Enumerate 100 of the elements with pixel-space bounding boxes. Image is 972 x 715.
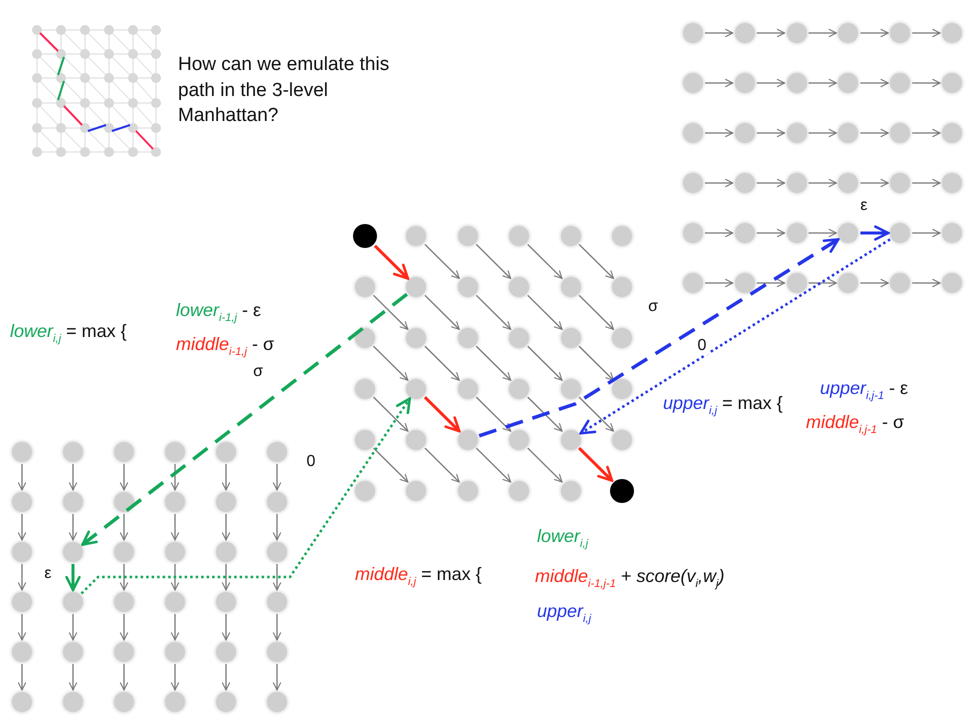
arrow: [424, 244, 460, 279]
arrow: [272, 464, 282, 491]
grid-dot: [509, 328, 530, 348]
grid-dot: [734, 73, 755, 93]
arrow: [424, 396, 461, 432]
grid-dot: [114, 492, 134, 512]
arrow: [476, 396, 512, 432]
arrow: [756, 178, 786, 188]
grid-dot: [216, 442, 236, 462]
grid-dot: [942, 223, 962, 243]
arrow: [68, 614, 78, 641]
grid-dot: [165, 592, 185, 612]
arrow: [756, 78, 786, 88]
grid-dot: [355, 328, 375, 348]
grid-dot: [890, 73, 910, 93]
grid-dot: [786, 173, 807, 193]
grid-dot: [12, 442, 32, 462]
grid-dot: [216, 492, 236, 512]
grid-dot: [838, 123, 858, 143]
grid-dot: [406, 276, 426, 297]
arrow: [527, 294, 563, 330]
grid-dot: [734, 223, 755, 243]
arrow: [18, 514, 26, 541]
grid-dot: [560, 480, 581, 500]
arrow: [222, 464, 230, 491]
arrow: [705, 28, 734, 38]
grid-dot: [683, 73, 703, 93]
arrow: [860, 78, 889, 88]
grid-dot: [560, 430, 581, 450]
grid-dot: [114, 642, 134, 662]
arrow: [120, 464, 128, 491]
grid-dot: [355, 378, 375, 399]
dashed-arrow: [478, 238, 840, 438]
arrow: [120, 564, 128, 591]
grid-dot: [786, 123, 807, 143]
grid-dot: [216, 642, 236, 662]
question-text: How can we emulate this path in the 3-level Manhattan?: [178, 53, 390, 128]
arrow: [424, 346, 460, 381]
grid-dot: [786, 273, 807, 293]
grid-dot: [114, 692, 134, 712]
grid-dot: [612, 276, 632, 297]
arrow: [527, 396, 563, 432]
arrow: [374, 244, 410, 280]
grid-dot: [267, 692, 287, 712]
grid-dot: [267, 442, 287, 462]
formula-text: lower$_{i,j}$: [537, 526, 588, 550]
dashed-arrow: [81, 292, 408, 546]
arrow: [860, 178, 889, 188]
grid-dot: [114, 592, 134, 612]
arrow: [424, 448, 460, 483]
grid-dot: [458, 378, 478, 399]
grid-dot: [216, 592, 236, 612]
grid-dot: [509, 480, 530, 500]
grid-dot: [458, 226, 478, 246]
grid-dot: [683, 23, 703, 43]
formula-text: lower$_{i,j}$ = max {: [10, 321, 127, 345]
arrow: [756, 228, 786, 238]
arrow: [18, 664, 26, 691]
grid-dot: [406, 226, 426, 246]
dotted-arrow: [80, 397, 411, 594]
arrow: [578, 446, 614, 482]
grid-dot: [890, 173, 910, 193]
arrow: [373, 396, 408, 432]
arrow: [705, 228, 734, 238]
arrow: [120, 664, 128, 691]
arrow: [272, 664, 282, 691]
arrow: [272, 614, 282, 641]
dotted-arrow: [580, 238, 891, 434]
grid-dot: [560, 378, 581, 399]
grid-dot: [890, 23, 910, 43]
arrow: [808, 278, 837, 288]
grid-dot: [890, 223, 910, 243]
grid-dot: [12, 542, 32, 562]
edge-label: 0: [696, 337, 708, 355]
grid-dot: [683, 223, 703, 243]
grid-dot: [406, 328, 426, 348]
grid-dot: [612, 378, 632, 399]
arrow: [912, 228, 941, 238]
arrow: [860, 278, 889, 288]
arrow: [170, 464, 180, 491]
grid-dot: [509, 276, 530, 297]
arrow: [578, 294, 614, 330]
arrow: [373, 346, 408, 381]
arrow: [65, 564, 81, 592]
arrow: [18, 464, 26, 491]
grid-dot: [786, 73, 807, 93]
grid-dot: [63, 542, 83, 562]
arrow: [18, 614, 26, 641]
arrow: [527, 448, 563, 483]
grid-dot: [114, 542, 134, 562]
arrow: [170, 614, 180, 641]
grid-dot: [12, 642, 32, 662]
grid-dot: [63, 692, 83, 712]
arrow: [756, 278, 786, 288]
arrow: [705, 128, 734, 138]
grid-dot: [560, 226, 581, 246]
grid-dot: [560, 276, 581, 297]
grid-dot: [734, 173, 755, 193]
endpoint-dot: [353, 224, 377, 248]
arrow: [424, 294, 460, 330]
